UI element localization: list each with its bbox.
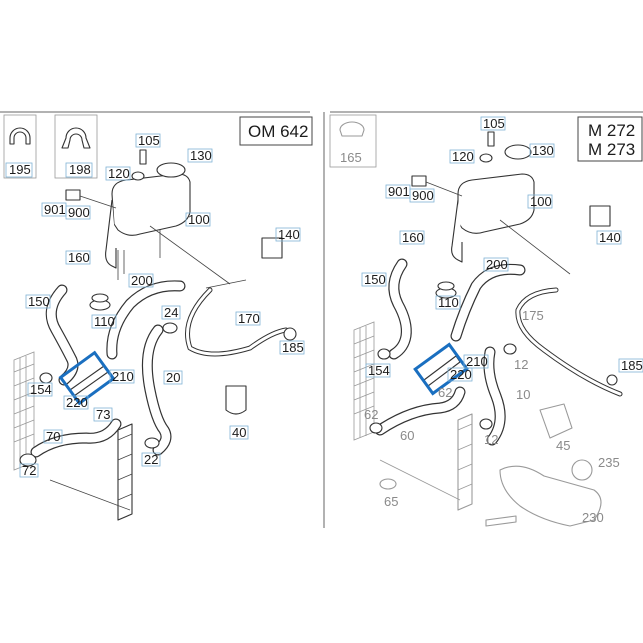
right-label-12: 12 — [514, 357, 528, 372]
left-label-105: 105 — [138, 133, 160, 148]
label-box-198 — [65, 162, 93, 178]
right-label-230: 230 — [582, 510, 604, 525]
left-label-900: 900 — [68, 205, 90, 220]
left-label-154: 154 — [30, 382, 52, 397]
left-label-200: 200 — [131, 273, 153, 288]
right-label-150: 150 — [364, 272, 386, 287]
right-label-235: 235 — [598, 455, 620, 470]
left-label-22: 22 — [144, 452, 158, 467]
right-panel-art — [353, 131, 623, 527]
left-label-20: 20 — [166, 370, 180, 385]
left-label-140: 140 — [278, 227, 300, 242]
title-box-left — [239, 116, 313, 146]
right-label-120: 120 — [452, 149, 474, 164]
left-label-150: 150 — [28, 294, 50, 309]
engine-title-left: OM 642 — [248, 122, 308, 141]
right-label-62b: 62 — [364, 407, 378, 422]
right-label-45: 45 — [556, 438, 570, 453]
left-label-170: 170 — [238, 311, 260, 326]
left-label-160: 160 — [68, 250, 90, 265]
engine-title-right-1: M 272 — [588, 121, 635, 140]
highlight-box-220-left — [58, 350, 116, 406]
clamp-frame-195 — [3, 114, 37, 179]
right-label-200: 200 — [486, 257, 508, 272]
right-label-220: 220 — [450, 367, 472, 382]
left-label-70: 70 — [46, 429, 60, 444]
left-label-40: 40 — [232, 425, 246, 440]
right-label-154: 154 — [368, 363, 390, 378]
left-label-73: 73 — [96, 407, 110, 422]
left-label-185: 185 — [282, 340, 304, 355]
clamp-icon-165 — [339, 121, 365, 137]
left-label-100: 100 — [188, 212, 210, 227]
right-label-175: 175 — [522, 308, 544, 323]
left-label-110: 110 — [94, 314, 115, 329]
left-label-120: 120 — [108, 166, 130, 181]
left-panel-labels: 105 130 120 901 900 100 140 160 150 200 … — [19, 133, 305, 478]
right-label-900: 900 — [412, 188, 434, 203]
right-label-100: 100 — [530, 194, 552, 209]
left-label-130: 130 — [190, 148, 212, 163]
part-label-195: 195 — [9, 162, 31, 177]
right-label-210: 210 — [466, 354, 488, 369]
left-label-24: 24 — [164, 305, 178, 320]
clamp-frame-198 — [54, 114, 98, 179]
right-label-160: 160 — [402, 230, 424, 245]
right-label-65: 65 — [384, 494, 398, 509]
part-label-165: 165 — [340, 150, 362, 165]
left-panel-art — [13, 149, 297, 521]
clamp-frame-165 — [329, 114, 377, 168]
label-box-195 — [5, 162, 33, 178]
right-label-110: 110 — [438, 295, 459, 310]
right-label-10: 10 — [516, 387, 530, 402]
right-label-105: 105 — [483, 116, 505, 131]
clamp-icon-195 — [9, 127, 31, 145]
left-label-72: 72 — [22, 463, 36, 478]
right-label-901: 901 — [388, 184, 410, 199]
right-label-185: 185 — [621, 358, 643, 373]
right-panel-labels: 105 130 120 901 900 100 140 160 150 200 … — [361, 116, 643, 525]
right-label-130: 130 — [532, 143, 554, 158]
left-label-220: 220 — [66, 395, 88, 410]
left-label-210: 210 — [112, 369, 134, 384]
title-box-right — [577, 116, 643, 162]
right-label-62: 62 — [438, 385, 452, 400]
engine-title-right-2: M 273 — [588, 140, 635, 159]
right-label-60: 60 — [400, 428, 414, 443]
right-label-12b: 12 — [484, 432, 498, 447]
right-label-140: 140 — [599, 230, 621, 245]
left-label-901: 901 — [44, 202, 66, 217]
clamp-icon-198 — [61, 127, 91, 149]
part-label-198: 198 — [69, 162, 91, 177]
